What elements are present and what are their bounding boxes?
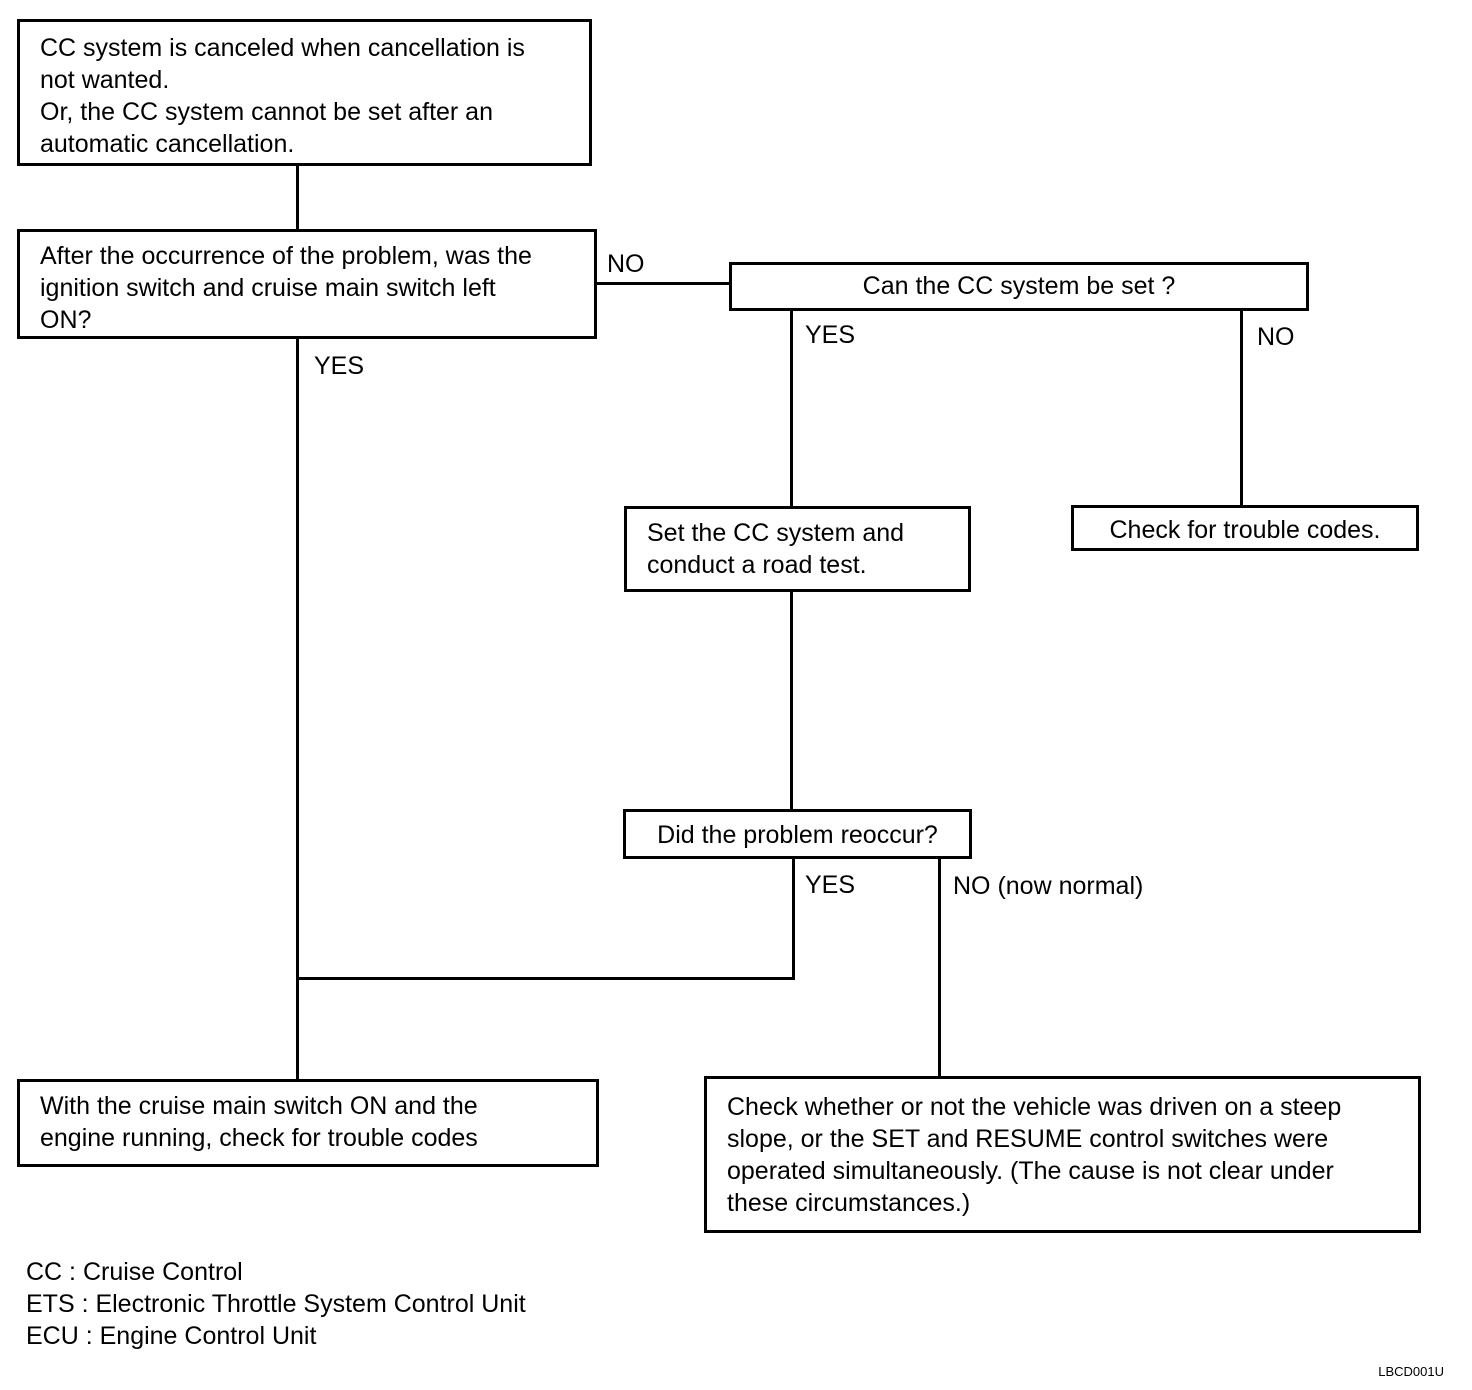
legend-item-ecu: ECU : Engine Control Unit <box>26 1322 317 1350</box>
steep-slope-check-line-4: these circumstances.) <box>727 1189 971 1217</box>
ignition-question-box: After the occurrence of the problem, was… <box>17 229 597 339</box>
set-road-test-line-1: Set the CC system and <box>647 519 905 547</box>
connector-start-to-ignition <box>296 164 299 230</box>
connector-can-set-no <box>1240 309 1243 507</box>
steep-slope-check-line-1: Check whether or not the vehicle was dri… <box>727 1093 1342 1121</box>
steep-slope-check-line-2: slope, or the SET and RESUME control swi… <box>727 1125 1329 1153</box>
legend-item-cc: CC : Cruise Control <box>26 1258 243 1286</box>
connector-reoccur-yes-join <box>296 977 795 980</box>
main-switch-check-box: With the cruise main switch ON and the e… <box>17 1079 599 1167</box>
reoccur-question-box: Did the problem reoccur? <box>623 809 972 859</box>
start-box-line-1: CC system is canceled when cancellation … <box>40 34 525 62</box>
can-set-question-box: Can the CC system be set ? <box>729 262 1309 311</box>
connector-reoccur-no <box>938 856 941 1078</box>
connector-road-test-to-reoccur <box>790 590 793 811</box>
main-switch-check-line-1: With the cruise main switch ON and the <box>40 1092 478 1120</box>
start-box: CC system is canceled when cancellation … <box>17 19 592 166</box>
ignition-question-line-3: ON? <box>40 306 92 334</box>
steep-slope-check-box: Check whether or not the vehicle was dri… <box>704 1076 1421 1233</box>
set-road-test-line-2: conduct a road test. <box>647 551 867 579</box>
ignition-question-line-2: ignition switch and cruise main switch l… <box>40 274 496 302</box>
ignition-question-line-1: After the occurrence of the problem, was… <box>40 242 532 270</box>
connector-reoccur-yes <box>792 856 795 980</box>
main-switch-check-line-2: engine running, check for trouble codes <box>40 1124 478 1152</box>
connector-ignition-yes <box>296 337 299 1081</box>
steep-slope-check-line-3: operated simultaneously. (The cause is n… <box>727 1157 1334 1185</box>
check-codes-text: Check for trouble codes. <box>1109 516 1381 544</box>
abbreviation-legend: CC : Cruise Control ETS : Electronic Thr… <box>26 1256 526 1352</box>
reoccur-yes-label: YES <box>805 871 856 899</box>
start-box-line-4: automatic cancellation. <box>40 130 295 158</box>
can-set-question-text: Can the CC system be set ? <box>862 272 1176 300</box>
ignition-no-label: NO <box>607 250 645 278</box>
start-box-line-2: not wanted. <box>40 66 170 94</box>
reoccur-question-text: Did the problem reoccur? <box>657 821 938 849</box>
legend-item-ets: ETS : Electronic Throttle System Control… <box>26 1290 526 1318</box>
start-box-line-3: Or, the CC system cannot be set after an <box>40 98 493 126</box>
connector-ignition-no <box>595 282 731 285</box>
can-set-no-label: NO <box>1257 323 1295 351</box>
set-road-test-box: Set the CC system and conduct a road tes… <box>624 506 971 592</box>
can-set-yes-label: YES <box>805 321 856 349</box>
check-codes-box: Check for trouble codes. <box>1071 505 1419 551</box>
connector-can-set-yes <box>790 309 793 508</box>
figure-id: LBCD001U <box>1378 1364 1444 1379</box>
reoccur-no-label: NO (now normal) <box>953 872 1144 900</box>
ignition-yes-label: YES <box>314 352 365 380</box>
